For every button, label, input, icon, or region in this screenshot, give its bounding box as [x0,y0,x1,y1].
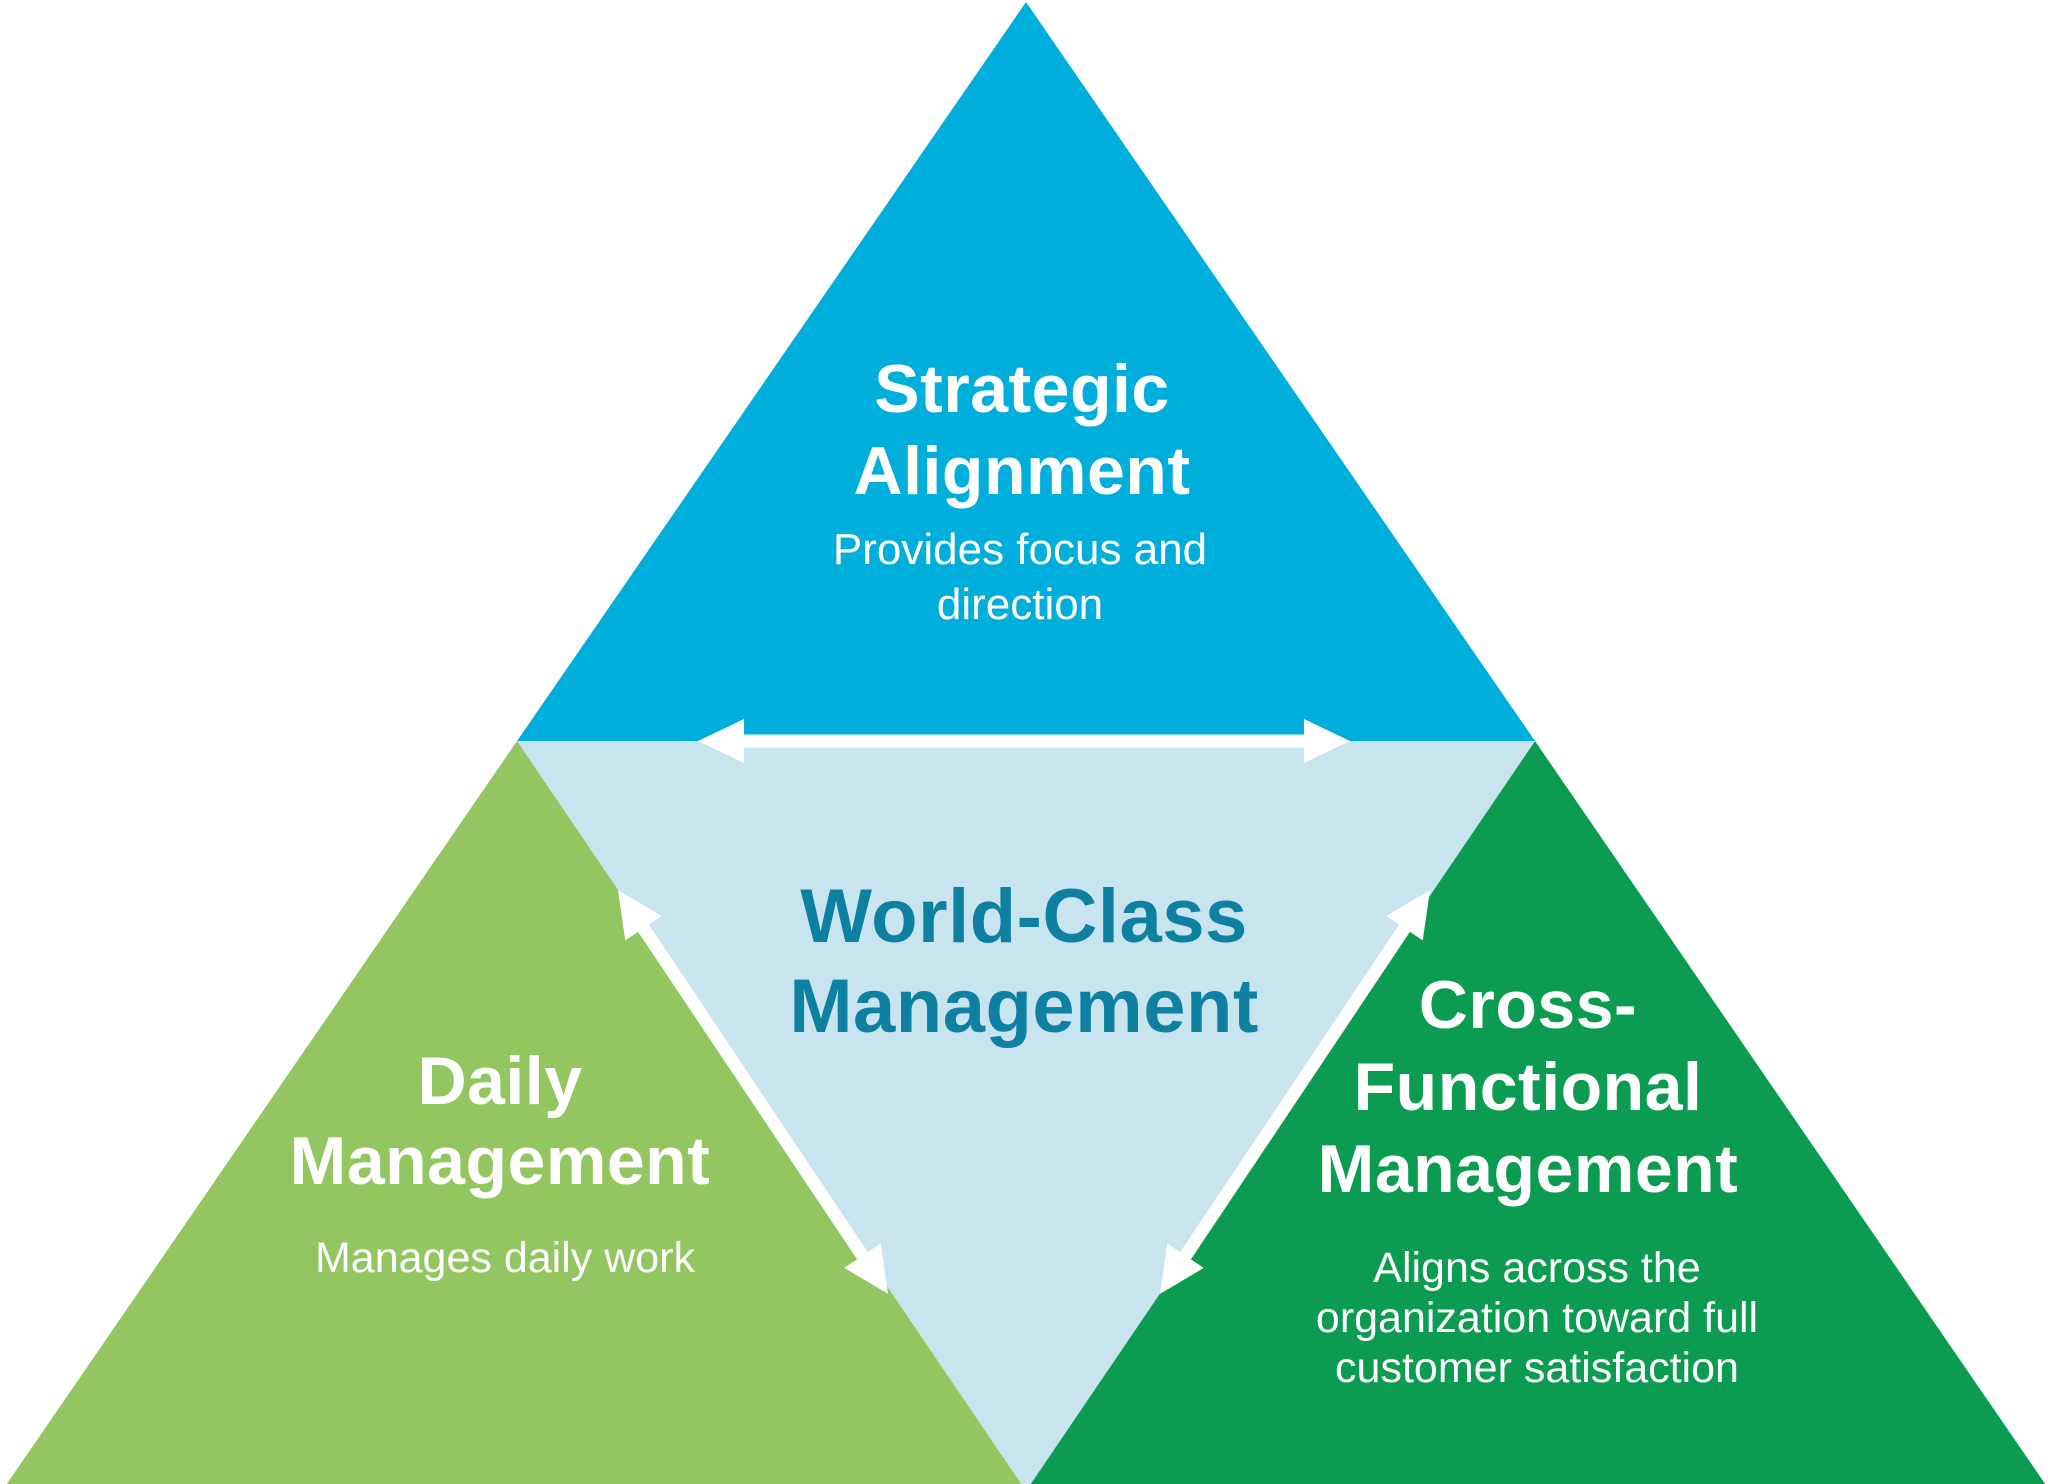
strategic-alignment-triangle [517,2,1535,741]
daily-management-triangle [6,741,1022,1484]
daily-management-title: Daily Management [289,1043,711,1199]
cross-functional-management-subtitle: Aligns across the organization toward fu… [1315,1244,1759,1392]
daily-management-subtitle: Manages daily work [314,1234,696,1282]
double-arrow-cross-center-icon [1159,890,1431,1294]
cross-functional-management-triangle [1030,741,2046,1484]
world-class-management-title: World-Class Management [789,874,1259,1049]
cross-functional-management-title: Cross- Functional Management [1317,967,1739,1207]
strategic-alignment-subtitle: Provides focus and direction [832,525,1208,629]
double-arrow-daily-center-icon [617,890,889,1294]
strategic-alignment-title: Strategic Alignment [853,351,1191,509]
